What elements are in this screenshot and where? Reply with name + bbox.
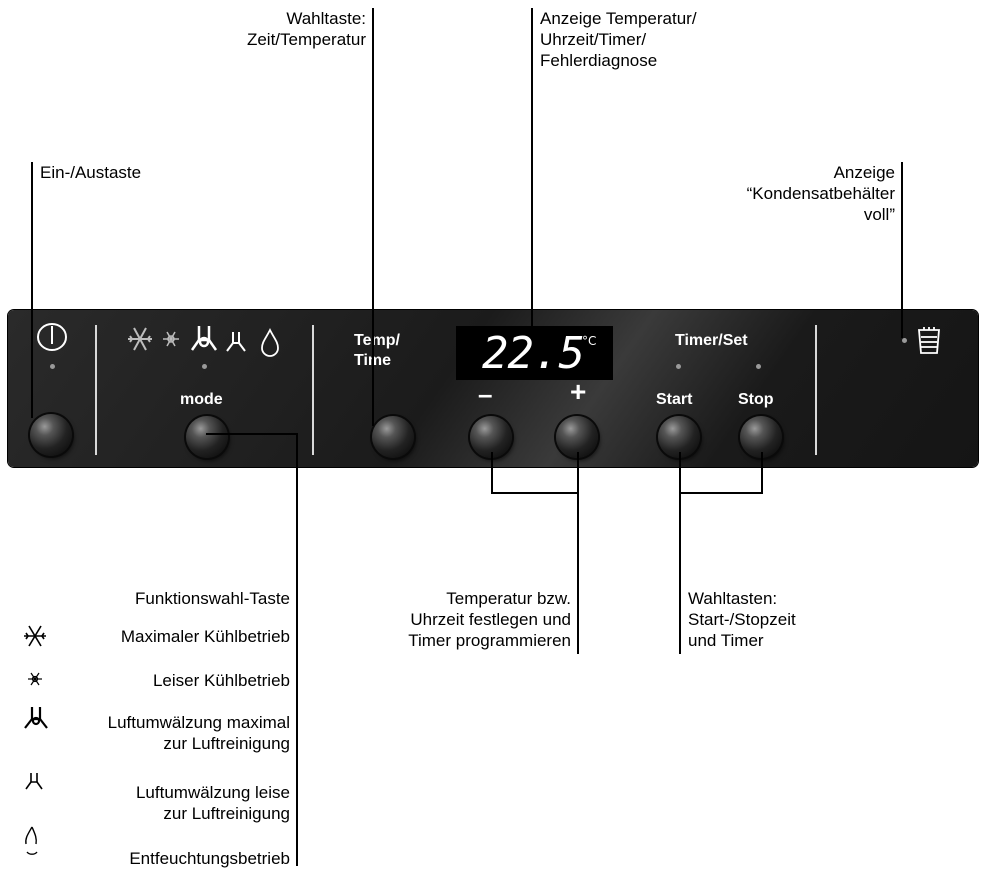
start-label: Start bbox=[656, 391, 693, 408]
label-ein-austaste: Ein-/Austaste bbox=[40, 163, 142, 182]
divider bbox=[95, 325, 97, 455]
tank-full-icon bbox=[918, 327, 940, 354]
temp-time-button[interactable] bbox=[372, 416, 414, 458]
leader-line bbox=[679, 492, 763, 494]
tank-full-indicator bbox=[902, 338, 907, 343]
mode-indicator bbox=[202, 364, 207, 369]
leader-line bbox=[491, 452, 493, 494]
leader-line bbox=[577, 452, 579, 654]
leader-line bbox=[679, 452, 681, 654]
start-indicator bbox=[676, 364, 681, 369]
mode-label: mode bbox=[180, 391, 223, 408]
mode-legend-label: Maximaler Kühlbetrieb bbox=[120, 627, 290, 646]
mode-legend-label: Luftumwälzung maximal zur Luftreinigung bbox=[107, 713, 290, 753]
mode-icons-panel bbox=[128, 326, 279, 357]
divider bbox=[312, 325, 314, 455]
timer-set-label: Timer/Set bbox=[675, 332, 748, 349]
plus-button[interactable] bbox=[556, 416, 598, 458]
leader-line bbox=[761, 452, 763, 494]
mode-button[interactable] bbox=[186, 416, 228, 458]
leader-line bbox=[491, 492, 579, 494]
label-anzeige-kondensat: Anzeige “Kondensatbehälter voll” bbox=[746, 163, 895, 224]
stop-indicator bbox=[756, 364, 761, 369]
leader-line bbox=[901, 162, 903, 338]
label-wahltasten-start-stop: Wahltasten: Start-/Stopzeit und Timer bbox=[688, 589, 796, 650]
power-indicator bbox=[50, 364, 55, 369]
minus-label: – bbox=[478, 379, 493, 409]
leader-line bbox=[372, 8, 374, 426]
temp-time-label: Temp/ Time bbox=[354, 332, 400, 369]
leader-line bbox=[531, 8, 533, 326]
label-temperatur-festlegen: Temperatur bzw. Uhrzeit festlegen und Ti… bbox=[408, 589, 571, 650]
stop-button[interactable] bbox=[740, 416, 782, 458]
label-funktionswahl: Funktionswahl-Taste bbox=[135, 589, 290, 608]
leader-line bbox=[296, 433, 298, 866]
plus-label: + bbox=[570, 376, 587, 407]
display-value: 22.5 bbox=[482, 328, 585, 379]
leader-line bbox=[31, 162, 33, 418]
mode-legend-label: Leiser Kühlbetrieb bbox=[152, 671, 290, 690]
start-button[interactable] bbox=[658, 416, 700, 458]
temperature-display bbox=[456, 326, 613, 380]
divider bbox=[815, 325, 817, 455]
mode-legend-label: Luftumwälzung leise zur Luftreinigung bbox=[135, 783, 290, 823]
label-wahltaste: Wahltaste: Zeit/Temperatur bbox=[246, 9, 366, 49]
leader-line bbox=[206, 433, 298, 435]
mode-legend-label: Entfeuchtungsbetrieb bbox=[129, 849, 290, 868]
minus-button[interactable] bbox=[470, 416, 512, 458]
power-icon bbox=[37, 323, 67, 351]
stop-label: Stop bbox=[738, 391, 774, 408]
display-unit: °C bbox=[582, 334, 597, 348]
power-button[interactable] bbox=[30, 414, 72, 456]
mode-legend-icons bbox=[24, 625, 48, 855]
label-anzeige-temperatur: Anzeige Temperatur/ Uhrzeit/Timer/ Fehle… bbox=[540, 9, 697, 70]
